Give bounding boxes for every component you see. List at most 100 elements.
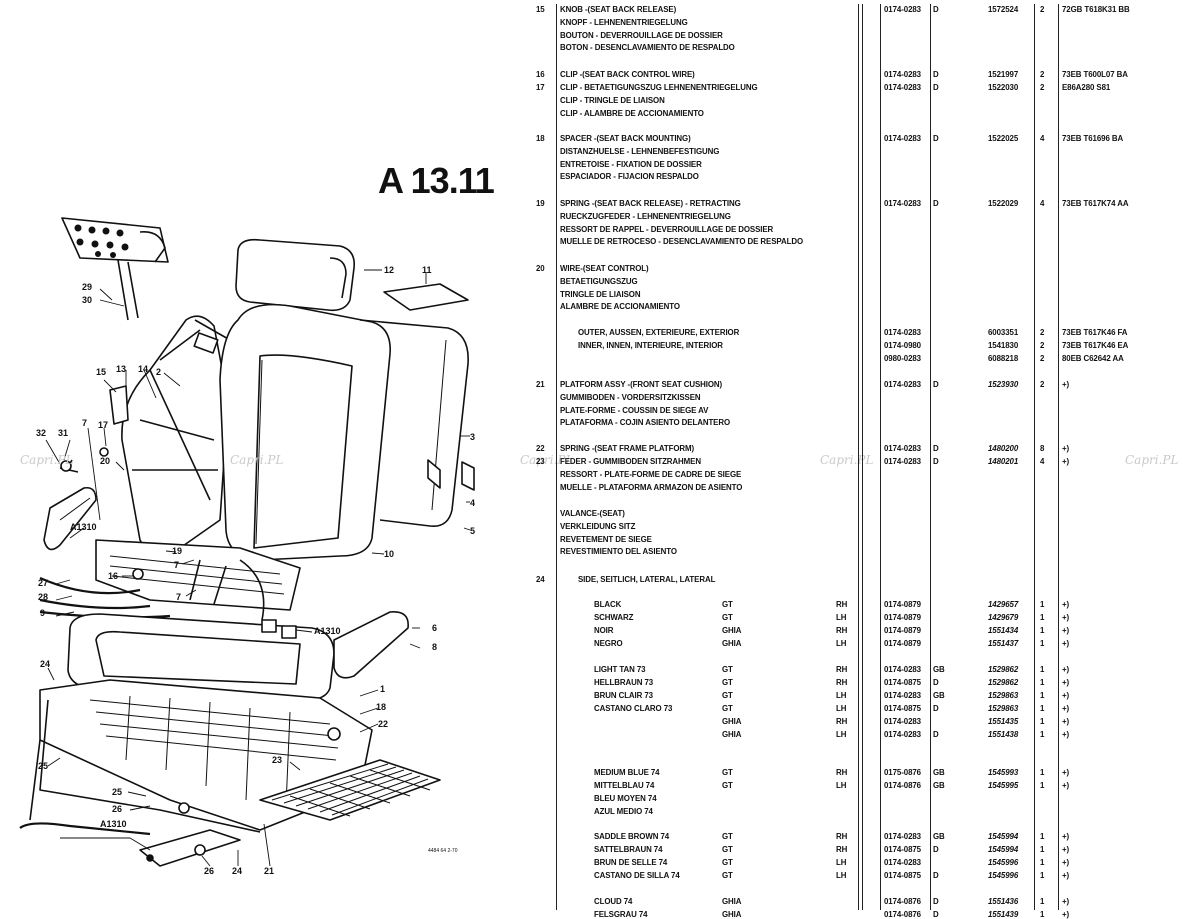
part-quantity: 1 — [1040, 767, 1045, 777]
part-description-line: KNOB -(SEAT BACK RELEASE) — [560, 4, 677, 14]
part-number: 6088218 — [988, 353, 1019, 363]
part-description-line: CLIP - BETAETIGUNGSZUG LEHNENENTRIEGELUN… — [560, 82, 758, 92]
part-quantity: 1 — [1040, 870, 1045, 880]
part-description-line: RESSORT DE RAPPEL - DEVERROUILLAGE DE DO… — [560, 223, 774, 234]
part-model: GHIA — [722, 625, 742, 635]
part-country-code: D — [933, 82, 939, 92]
part-country-code: D — [933, 443, 939, 453]
part-quantity: 2 — [1040, 327, 1045, 337]
part-model: GT — [722, 870, 733, 880]
callout: 6 — [432, 623, 437, 633]
part-quantity: 2 — [1040, 353, 1045, 363]
part-engineering-number: +) — [1062, 625, 1070, 635]
part-description-line: VALANCE-(SEAT) — [560, 508, 625, 518]
part-number: 1551434 — [988, 625, 1019, 635]
part-color: FELSGRAU 74 — [594, 909, 648, 919]
callout: 29 — [82, 282, 92, 292]
part-date-range: 0174-0283 — [884, 198, 921, 208]
part-date-range: 0174-0283 — [884, 664, 921, 674]
part-ref-number: 24 — [536, 574, 545, 584]
part-description-line: SPRING -(SEAT BACK RELEASE) - RETRACTING — [560, 198, 741, 208]
part-ref-number: 21 — [536, 379, 545, 389]
part-date-range: 0174-0875 — [884, 703, 921, 713]
part-date-range: 0174-0876 — [884, 896, 921, 906]
part-engineering-number: 73EB T617K74 AA — [1062, 198, 1129, 208]
part-description-line: GUMMIBODEN - VORDERSITZKISSEN — [560, 391, 701, 402]
part-model: GHIA — [722, 896, 742, 906]
part-engineering-number: 72GB T618K31 BB — [1062, 4, 1130, 14]
part-date-range: 0174-0283 — [884, 133, 921, 143]
callout: 7 — [174, 560, 179, 570]
part-side: RH — [836, 599, 848, 609]
part-side: LH — [836, 638, 847, 648]
part-number: 1551438 — [988, 729, 1019, 739]
part-quantity: 4 — [1040, 198, 1045, 208]
part-date-range: 0174-0283 — [884, 716, 921, 726]
callout: 18 — [376, 702, 386, 712]
part-engineering-number: +) — [1062, 379, 1070, 389]
part-quantity: 1 — [1040, 703, 1045, 713]
part-color: SATTELBRAUN 74 — [594, 844, 663, 854]
seat-exploded-diagram: 12 11 29 30 15 13 14 2 32 31 17 20 7 A13… — [0, 0, 520, 910]
part-date-range: 0174-0876 — [884, 909, 921, 919]
part-quantity: 1 — [1040, 638, 1045, 648]
part-side: RH — [836, 677, 848, 687]
part-date-range: 0174-0283 — [884, 690, 921, 700]
part-country-code: D — [933, 909, 939, 919]
callout: 32 — [36, 428, 46, 438]
part-description-line: SPACER -(SEAT BACK MOUNTING) — [560, 133, 691, 143]
part-number: 1429679 — [988, 612, 1019, 622]
part-engineering-number: +) — [1062, 831, 1070, 841]
part-number: 1551435 — [988, 716, 1019, 726]
part-model: GT — [722, 857, 733, 867]
part-date-range: 0174-0875 — [884, 870, 921, 880]
column-rule — [862, 4, 863, 910]
callout: A1310 — [314, 626, 341, 636]
part-number: 1523930 — [988, 379, 1019, 389]
column-rule — [930, 4, 931, 910]
part-quantity: 1 — [1040, 612, 1045, 622]
part-model: GT — [722, 664, 733, 674]
part-country-code: D — [933, 69, 939, 79]
part-country-code: GB — [933, 831, 945, 841]
part-country-code: D — [933, 870, 939, 880]
part-engineering-number: 73EB T617K46 FA — [1062, 327, 1128, 337]
part-side: LH — [836, 857, 847, 867]
part-engineering-number: E86A280 S81 — [1062, 82, 1111, 92]
part-country-code: D — [933, 4, 939, 14]
part-ref-number: 18 — [536, 133, 545, 143]
part-quantity: 1 — [1040, 690, 1045, 700]
part-ref-number: 17 — [536, 82, 545, 92]
drawing-code: 4484 64 2-70 — [428, 848, 458, 854]
part-variant-label: OUTER, AUSSEN, EXTERIEURE, EXTERIOR — [578, 327, 740, 337]
part-color: BLEU MOYEN 74 — [594, 793, 657, 803]
part-date-range: 0174-0283 — [884, 327, 921, 337]
callout: 26 — [112, 804, 122, 814]
callout: 25 — [38, 761, 48, 771]
watermark: Capri.PL — [230, 453, 284, 467]
part-side: LH — [836, 612, 847, 622]
part-description-line: CLIP - TRINGLE DE LIAISON — [560, 94, 665, 105]
part-quantity: 1 — [1040, 831, 1045, 841]
part-model: GT — [722, 844, 733, 854]
part-country-code: D — [933, 133, 939, 143]
part-description-line: ENTRETOISE - FIXATION DE DOSSIER — [560, 158, 702, 169]
part-country-code: D — [933, 703, 939, 713]
callout: 11 — [422, 265, 432, 275]
part-engineering-number: +) — [1062, 664, 1070, 674]
part-model: GT — [722, 677, 733, 687]
part-quantity: 2 — [1040, 82, 1045, 92]
part-model: GHIA — [722, 729, 742, 739]
part-color: CASTANO CLARO 73 — [594, 703, 673, 713]
part-description-line: ESPACIADOR - FIJACION RESPALDO — [560, 171, 699, 182]
column-rule — [556, 4, 557, 910]
part-color: SCHWARZ — [594, 612, 634, 622]
part-date-range: 0174-0283 — [884, 831, 921, 841]
part-color: BRUN CLAIR 73 — [594, 690, 653, 700]
part-number: 1429657 — [988, 599, 1019, 609]
part-description-line: REVETEMENT DE SIEGE — [560, 533, 652, 544]
callout: 24 — [40, 659, 50, 669]
callout: 26 — [204, 866, 214, 876]
callout: 22 — [378, 719, 388, 729]
